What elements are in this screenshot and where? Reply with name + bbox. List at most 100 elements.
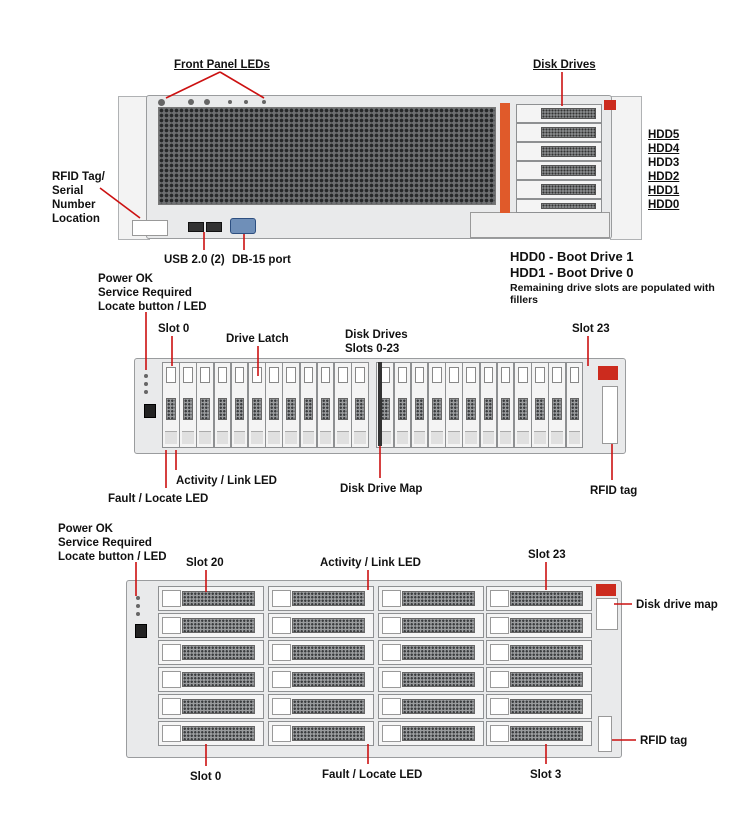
drive-vent — [397, 398, 408, 421]
hdd-label-5: HDD5 — [648, 129, 680, 141]
drive-vent — [509, 618, 583, 633]
fault-locate-label: Fault / Locate LED — [108, 493, 209, 505]
drive-handle — [382, 644, 401, 661]
drive-slot-r2-c1[interactable] — [268, 640, 374, 665]
drive-slot-r5-c1[interactable] — [268, 721, 374, 746]
drive-slot-r0-c3[interactable] — [486, 586, 592, 611]
locate-label-3: Locate button / LED — [58, 551, 167, 563]
drive-slot-r1-c1[interactable] — [268, 613, 374, 638]
drive-slot-10[interactable] — [334, 362, 352, 448]
drive-slot-21[interactable] — [531, 362, 549, 448]
drive-slot-6[interactable] — [265, 362, 283, 448]
drive-slot-5[interactable] — [248, 362, 266, 448]
drive-slot-14[interactable] — [410, 362, 429, 448]
drive-slot-r2-c0[interactable] — [158, 640, 264, 665]
drive-slot-r1-c0[interactable] — [158, 613, 264, 638]
drive-vent — [569, 398, 580, 421]
drive-vent — [291, 726, 365, 741]
drive-vent — [286, 398, 296, 421]
drive-latch-label: Drive Latch — [226, 333, 289, 345]
drive-slot-17[interactable] — [462, 362, 480, 448]
drive-slot-0[interactable] — [162, 362, 180, 448]
drive-slot-r3-c2[interactable] — [378, 667, 484, 692]
drive-vent — [252, 398, 262, 421]
drive-slot-9[interactable] — [316, 362, 335, 448]
drive-slot-11[interactable] — [351, 362, 369, 448]
drive-vent — [535, 398, 545, 421]
drive-vent — [291, 645, 365, 660]
drive-slot-r5-c2[interactable] — [378, 721, 484, 746]
rfid-tag-label-3: RFID tag — [640, 735, 688, 747]
drive-slot-r4-c3[interactable] — [486, 694, 592, 719]
drive-vent — [303, 398, 314, 421]
drive-slot-r3-c0[interactable] — [158, 667, 264, 692]
drive-slot-r5-c3[interactable] — [486, 721, 592, 746]
drive-base — [302, 431, 315, 444]
drive-vent — [509, 591, 583, 606]
power-button[interactable] — [135, 624, 147, 638]
rfid-tag-label: RFID tag — [590, 485, 638, 497]
drive-latch — [432, 367, 442, 383]
drive-led-strip — [500, 103, 510, 213]
drive-handle — [490, 671, 509, 688]
drive-slot-r0-c2[interactable] — [378, 586, 484, 611]
drive-slot-16[interactable] — [445, 362, 463, 448]
drive-handle — [162, 617, 181, 634]
locate-label: Locate button / LED — [98, 301, 207, 313]
drive-vent — [540, 203, 596, 209]
drive-slot-r1-c3[interactable] — [486, 613, 592, 638]
drive-vent — [181, 618, 255, 633]
drive-vent — [291, 699, 365, 714]
drive-handle — [162, 644, 181, 661]
drive-slot-2[interactable] — [196, 362, 214, 448]
drive-bay-hdd5 — [516, 104, 602, 123]
drive-slot-15[interactable] — [428, 362, 446, 448]
drive-slot-r5-c0[interactable] — [158, 721, 264, 746]
fault-locate-label-3: Fault / Locate LED — [322, 769, 423, 781]
drive-slot-r0-c1[interactable] — [268, 586, 374, 611]
drive-slot-r2-c2[interactable] — [378, 640, 484, 665]
drive-slot-20[interactable] — [514, 362, 532, 448]
drive-handle — [490, 644, 509, 661]
drive-slot-r3-c3[interactable] — [486, 667, 592, 692]
drive-slot-23[interactable] — [565, 362, 584, 448]
drive-slot-r3-c1[interactable] — [268, 667, 374, 692]
drive-slot-1[interactable] — [179, 362, 197, 448]
drive-slot-13[interactable] — [393, 362, 412, 448]
drive-slot-r0-c0[interactable] — [158, 586, 264, 611]
drive-slot-r4-c2[interactable] — [378, 694, 484, 719]
power-ok-led — [144, 374, 148, 378]
drive-base — [199, 431, 211, 444]
drive-slot-19[interactable] — [496, 362, 515, 448]
drive-base — [182, 431, 194, 444]
drive-vent — [166, 398, 176, 421]
drive-slot-3[interactable] — [213, 362, 232, 448]
drive-vent — [414, 398, 425, 421]
drive-vent — [401, 618, 475, 633]
drive-slot-8[interactable] — [299, 362, 318, 448]
oracle-badge — [596, 584, 616, 596]
drive-vent — [401, 699, 475, 714]
locate-led — [136, 612, 140, 616]
server-3-rfid-tag — [598, 716, 612, 752]
drive-slot-4[interactable] — [230, 362, 249, 448]
server-1-serial-tag — [132, 220, 168, 236]
db15-port — [230, 218, 256, 234]
drive-handle — [382, 725, 401, 742]
drive-latch — [303, 367, 314, 383]
drive-base — [517, 431, 529, 444]
drive-slot-r4-c0[interactable] — [158, 694, 264, 719]
drive-slot-7[interactable] — [282, 362, 300, 448]
drive-slot-22[interactable] — [548, 362, 566, 448]
drive-base — [354, 431, 366, 444]
drive-slot-r2-c3[interactable] — [486, 640, 592, 665]
drive-handle — [490, 725, 509, 742]
drive-slot-r1-c2[interactable] — [378, 613, 484, 638]
drive-slot-18[interactable] — [479, 362, 498, 448]
rfid-serial-label: RFID Tag/ Serial Number Location — [52, 171, 105, 225]
power-button[interactable] — [144, 404, 156, 418]
drive-slot-r4-c1[interactable] — [268, 694, 374, 719]
drive-base — [216, 431, 229, 444]
drive-latch — [183, 367, 193, 383]
